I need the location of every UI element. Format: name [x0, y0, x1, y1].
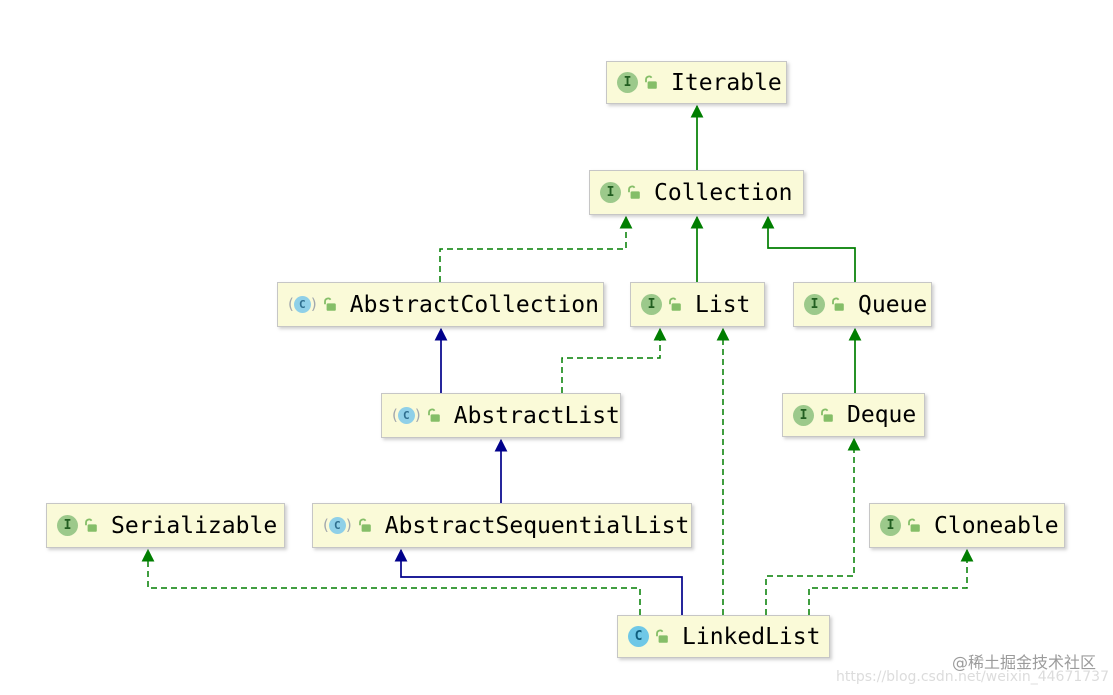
- class-label: List: [695, 291, 751, 318]
- abstract-class-icon: (C): [323, 516, 352, 534]
- class-node-cloneable[interactable]: I Cloneable: [869, 503, 1065, 548]
- class-node-queue[interactable]: I Queue: [793, 282, 932, 327]
- interface-icon: I: [600, 182, 621, 203]
- class-label: Serializable: [111, 512, 278, 539]
- interface-icon: I: [617, 72, 638, 93]
- class-node-iterable[interactable]: I Iterable: [606, 61, 787, 104]
- edge-abstract-list-implements-list: [561, 327, 667, 393]
- lock-icon: [358, 518, 371, 532]
- watermark-community: @稀土掘金技术社区: [951, 653, 1096, 672]
- edge-queue-extends-collection: [761, 215, 856, 282]
- class-label: Deque: [847, 402, 917, 428]
- class-node-abstract-sequential-list[interactable]: (C) AbstractSequentialList: [312, 503, 692, 548]
- class-icon: C: [628, 626, 649, 647]
- edge-linked-list-extends-abstract-sequential-list: [394, 548, 683, 615]
- class-node-list[interactable]: I List: [630, 282, 765, 327]
- lock-icon: [323, 297, 336, 311]
- lock-icon: [85, 518, 97, 532]
- class-label: AbstractCollection: [349, 291, 599, 318]
- interface-icon: I: [793, 404, 814, 426]
- lock-icon: [669, 297, 681, 311]
- class-node-linked-list[interactable]: C LinkedList: [617, 615, 830, 658]
- class-node-collection[interactable]: I Collection: [589, 170, 804, 215]
- class-label: Queue: [858, 291, 928, 318]
- class-label: Cloneable: [934, 512, 1059, 539]
- lock-icon: [908, 518, 920, 532]
- interface-icon: I: [641, 294, 662, 315]
- edge-linked-list-implements-cloneable: [808, 548, 974, 615]
- abstract-class-icon: (C): [288, 295, 317, 313]
- edge-linked-list-implements-serializable: [141, 548, 641, 615]
- edge-linked-list-implements-deque: [765, 437, 861, 615]
- interface-icon: I: [804, 294, 825, 315]
- class-node-serializable[interactable]: I Serializable: [46, 503, 285, 548]
- class-label: Iterable: [671, 69, 782, 96]
- class-label: AbstractSequentialList: [384, 512, 690, 539]
- class-label: AbstractList: [453, 402, 620, 429]
- lock-icon: [832, 297, 844, 311]
- interface-icon: I: [880, 515, 901, 536]
- class-node-abstract-collection[interactable]: (C) AbstractCollection: [277, 282, 604, 327]
- watermark-url: https://blog.csdn.net/weixin_44671737: [835, 669, 1109, 685]
- lock-icon: [645, 75, 657, 89]
- class-node-abstract-list[interactable]: (C) AbstractList: [381, 393, 621, 438]
- abstract-class-icon: (C): [392, 406, 421, 424]
- lock-icon: [656, 629, 668, 643]
- class-node-deque[interactable]: I Deque: [782, 393, 925, 437]
- class-label: LinkedList: [682, 623, 821, 650]
- interface-icon: I: [57, 515, 78, 536]
- edge-abstract-collection-implements-collection: [439, 215, 633, 282]
- lock-icon: [628, 185, 640, 199]
- lock-icon: [821, 408, 833, 422]
- lock-icon: [427, 408, 440, 422]
- class-label: Collection: [654, 179, 793, 206]
